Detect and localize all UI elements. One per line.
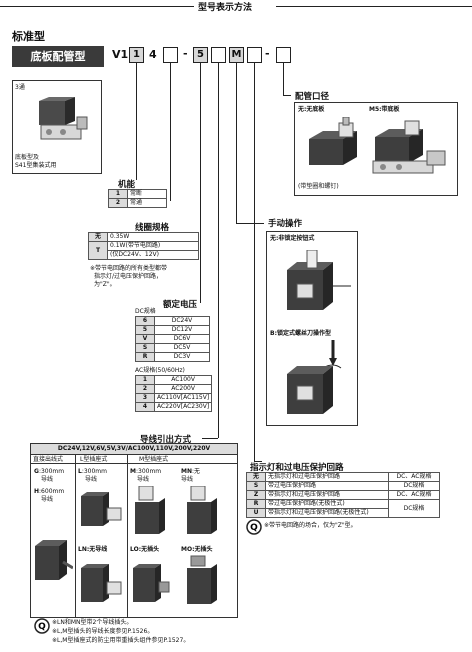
- header-rule-right: [276, 6, 472, 7]
- wiring-mn-image: [187, 486, 217, 534]
- wiring-lo: LO:无插头: [130, 546, 160, 553]
- page-title: 型号表示方法: [198, 3, 253, 13]
- wiring-h: H:600mm: [34, 488, 65, 495]
- wiring-ln-image: [81, 564, 122, 602]
- voltage-ac-label: AC规格(50/60Hz): [135, 367, 185, 374]
- wiring-title: 导线引出方式: [140, 435, 192, 445]
- wiring-note2: ※L,M型插头的导线长度参见P.1526。: [52, 628, 154, 635]
- manual-opt2: B:锁定式螺丝刀操作型: [270, 330, 331, 337]
- coil-title: 线圈规格: [135, 223, 170, 233]
- wiring-g-sub: 导线: [41, 476, 54, 483]
- port-caption: (带垫圈和螺钉): [298, 183, 339, 190]
- code-manual: M: [229, 47, 244, 63]
- light-title: 指示灯和过电压保护回路: [250, 463, 344, 473]
- wiring-h-sub: 导线: [41, 496, 54, 503]
- wiring-m: M:300mm: [130, 468, 162, 475]
- wiring-col-l: L型插座式: [80, 456, 108, 463]
- wiring-col-m: M型插座式: [139, 456, 169, 463]
- light-note: ※带节电回路的场合，仅为"Z"型。: [264, 522, 357, 529]
- wiring-g: G:300mm: [34, 468, 65, 475]
- wiring-col-direct: 直接出线式: [33, 456, 64, 463]
- model-prefix: V1: [112, 48, 129, 61]
- port-valve-image-2: [372, 120, 446, 174]
- port-title: 配管口径: [295, 92, 330, 102]
- svg-text:Q: Q: [250, 523, 258, 533]
- port-box: 无:无底板 M5:带底板 (带垫圈和螺钉): [294, 102, 458, 196]
- wiring-note3: ※L,M型插座式的防尘用带重插头组件参见P.1527。: [52, 637, 190, 644]
- code-wiring: [211, 47, 226, 63]
- valve-3way-box: 3通 底板型及 S41型集装式用: [12, 80, 102, 174]
- manual-valve-image-1: [287, 250, 351, 310]
- valve-3way-tag: 3通: [15, 84, 25, 91]
- wiring-box: DC24V,12V,6V,5V,3V/AC100V,110V,200V,220V…: [30, 443, 238, 618]
- caution-icon-2: Q: [246, 519, 262, 535]
- manual-title: 手动操作: [268, 219, 303, 229]
- wiring-m-sub: 导线: [137, 476, 150, 483]
- header-rule-left: [0, 6, 194, 7]
- code-light: [247, 47, 262, 63]
- function-title: 机能: [118, 180, 136, 190]
- caution-icon: Q: [34, 618, 50, 634]
- valve-3way-note1: 底板型及: [15, 154, 40, 161]
- coil-note2: 指示灯/过电压保护回路，: [94, 273, 163, 280]
- voltage-dc-label: DC规格: [135, 308, 156, 315]
- wiring-note1: ※LN和MN型带2个导线插头。: [52, 619, 133, 626]
- manual-box: 无:非锁定按钮式 B:锁定式螺丝刀操作型: [266, 231, 358, 426]
- voltage-title: 额定电压: [163, 300, 198, 310]
- port-valve-image-1: [309, 117, 357, 165]
- code-function: 1: [129, 47, 144, 63]
- wiring-lo-image: [133, 564, 170, 602]
- wiring-mn: MN:无: [181, 468, 201, 475]
- valve-3way-note2: S41型集装式用: [15, 162, 57, 169]
- wiring-direct-image: [35, 540, 73, 580]
- code-dash-1: -: [183, 47, 188, 60]
- wiring-l: L:300mm: [78, 468, 107, 475]
- wiring-mo-image: [187, 555, 217, 604]
- code-coil-digit: 4: [149, 48, 157, 61]
- wiring-ln: LN:无导线: [78, 546, 108, 553]
- wiring-mn-sub: 导线: [181, 476, 194, 483]
- wiring-l-image: [81, 492, 122, 526]
- coil-note1: ※带节电回路的所有类型都带: [90, 265, 168, 272]
- port-opt1: 无:无底板: [298, 106, 325, 113]
- port-opt2: M5:带底板: [369, 106, 400, 113]
- svg-text:Q: Q: [38, 622, 46, 632]
- wiring-mo: MO:无插头: [181, 546, 213, 553]
- wiring-header: DC24V,12V,6V,5V,3V/AC100V,110V,200V,220V: [31, 444, 237, 455]
- manual-valve-image-2: [287, 340, 342, 414]
- code-dash-2: -: [265, 47, 270, 60]
- wiring-l-sub: 导线: [85, 476, 98, 483]
- code-port: [276, 47, 291, 63]
- code-coil: [163, 47, 178, 63]
- standard-type-label: 标准型: [12, 30, 45, 43]
- manual-opt1: 无:非锁定按钮式: [270, 235, 315, 242]
- type-box: 底板配管型: [12, 46, 104, 67]
- code-voltage: 5: [193, 47, 208, 63]
- wiring-m-image: [135, 486, 165, 534]
- coil-note3: 为"Z"。: [94, 281, 116, 288]
- valve-3way-image: [39, 97, 88, 140]
